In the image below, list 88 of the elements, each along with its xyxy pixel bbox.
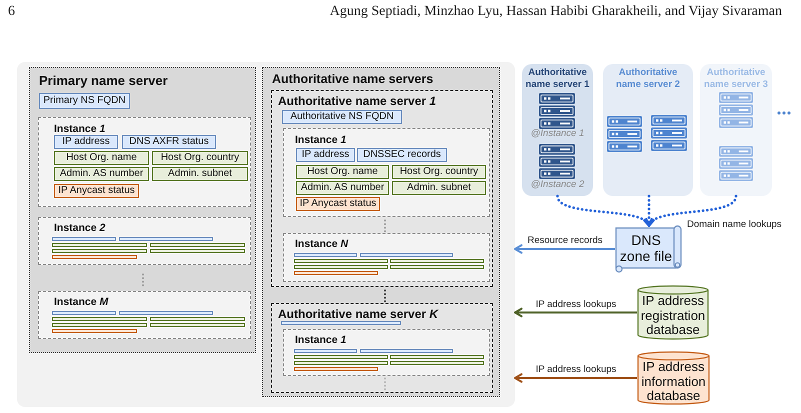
instance-panel xyxy=(283,128,490,217)
placeholder-bar xyxy=(390,361,484,365)
placeholder-bar xyxy=(119,237,213,241)
attribute-tag: Host Org. country xyxy=(392,165,486,179)
placeholder-bar xyxy=(52,243,147,247)
placeholder-bar xyxy=(360,349,453,353)
attribute-tag: Host Org. name xyxy=(54,151,149,165)
instance-panel xyxy=(38,117,251,207)
panel-title: Authoritative name server 2 xyxy=(615,67,681,91)
database-cylinder: IP address information database xyxy=(637,351,710,405)
attribute-tag: Host Org. name xyxy=(296,165,389,179)
panel-title: Authoritative name server 3 xyxy=(703,67,769,91)
placeholder-bar xyxy=(294,253,357,257)
section-title: Authoritative name server 1 xyxy=(278,94,436,109)
section-panel xyxy=(29,67,256,353)
arrow xyxy=(514,244,615,254)
section-title: Instance M xyxy=(54,295,108,310)
server-panel xyxy=(700,64,772,196)
arrow xyxy=(514,308,637,318)
dotted-arrow xyxy=(648,194,738,228)
placeholder-bar xyxy=(294,271,378,275)
placeholder-bar xyxy=(281,321,401,325)
placeholder-bar xyxy=(294,355,388,359)
placeholder-bar xyxy=(390,259,484,263)
section-title: Instance 1 xyxy=(295,333,346,348)
placeholder-bar xyxy=(360,253,453,257)
attribute-tag: Host Org. country xyxy=(152,151,248,165)
placeholder-bar xyxy=(294,367,378,371)
edge-label: IP address lookups xyxy=(534,364,618,375)
placeholder-bar xyxy=(294,265,388,269)
edge-label: IP address lookups xyxy=(534,298,618,310)
placeholder-bar xyxy=(52,237,116,241)
attribute-tag: IP address xyxy=(54,135,118,149)
instance-caption: @Instance 2 xyxy=(530,179,584,191)
panel-title: Authoritative name server 1 xyxy=(524,67,590,91)
placeholder-bar xyxy=(119,311,213,315)
placeholder-bar xyxy=(150,243,245,247)
placeholder-bar xyxy=(52,249,147,253)
placeholder-bar xyxy=(150,323,245,327)
placeholder-bar xyxy=(52,311,116,315)
attribute-tag: IP address xyxy=(296,148,355,162)
page-number: 6 xyxy=(8,4,15,20)
database-cylinder: IP address registration database xyxy=(637,285,709,340)
attribute-tag: Admin. subnet xyxy=(152,167,248,181)
placeholder-bar xyxy=(294,361,388,365)
name-server-panel xyxy=(271,90,493,287)
section-title: Instance 1 xyxy=(54,122,106,136)
attribute-tag: Authoritative NS FQDN xyxy=(282,110,402,124)
placeholder-bar xyxy=(294,349,357,353)
placeholder-bar xyxy=(52,329,137,333)
server-panel xyxy=(603,64,693,196)
instance-panel xyxy=(283,233,490,282)
edge-label: Resource records xyxy=(526,235,604,246)
attribute-tag: DNS AXFR status xyxy=(122,135,216,149)
server-panel xyxy=(522,64,593,196)
attribute-tag: IP Anycast status xyxy=(296,197,380,211)
placeholder-bar xyxy=(52,255,137,259)
instance-panel xyxy=(283,329,490,376)
panel-background xyxy=(17,62,515,407)
attribute-tag: IP Anycast status xyxy=(54,184,139,198)
placeholder-bar xyxy=(52,317,147,321)
attribute-tag: Admin. subnet xyxy=(392,181,486,195)
placeholder-bar xyxy=(390,265,484,269)
section-title: Authoritative name servers xyxy=(272,72,434,87)
section-title: Primary name server xyxy=(39,73,168,88)
arrow xyxy=(514,373,637,383)
edge-label: Domain name lookups xyxy=(686,219,783,230)
section-title: Instance 1 xyxy=(295,133,346,148)
placeholder-bar xyxy=(52,323,147,327)
author-names: Agung Septiadi, Minzhao Lyu, Hassan Habibi Gharakheili, and Vijay Sivaraman xyxy=(330,4,782,20)
placeholder-bar xyxy=(294,259,388,263)
instance-panel xyxy=(38,291,251,339)
attribute-tag: Primary NS FQDN xyxy=(39,93,130,109)
instance-panel xyxy=(38,217,251,265)
section-title: Instance 2 xyxy=(54,221,106,236)
section-title: Instance N xyxy=(295,237,348,252)
section-panel xyxy=(262,67,500,397)
instance-caption: @Instance 1 xyxy=(530,128,584,140)
attribute-tag: Admin. AS number xyxy=(296,181,389,195)
placeholder-bar xyxy=(150,249,245,253)
section-title: Authoritative name server K xyxy=(278,307,438,322)
attribute-tag: Admin. AS number xyxy=(54,167,149,181)
placeholder-bar xyxy=(150,317,245,321)
dotted-arrow xyxy=(556,194,650,228)
name-server-panel xyxy=(271,303,493,393)
dotted-arrow xyxy=(644,194,654,228)
placeholder-bar xyxy=(390,355,484,359)
attribute-tag: DNSSEC records xyxy=(357,148,447,162)
